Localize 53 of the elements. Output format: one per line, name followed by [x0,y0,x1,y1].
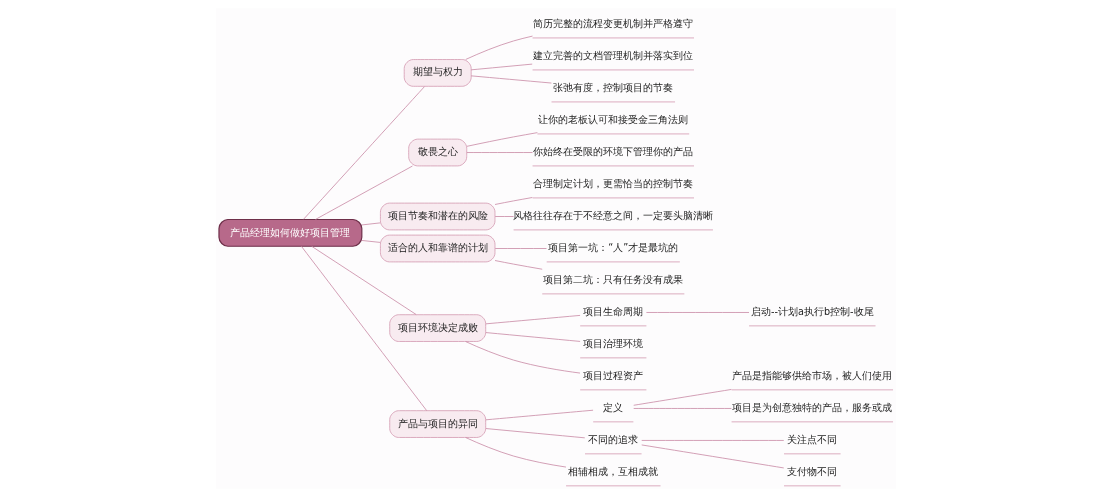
node-text: 项目治理环境 [582,338,643,349]
node-box: 产品与项目的异同 [388,410,486,438]
node-text: 产品是指能够供给市场，被人们使用 [731,369,892,381]
connector [484,409,593,421]
node-text: 支付物不同 [786,465,837,477]
node-text: 项目第二坑：只有任务没有成果 [542,274,683,286]
connector [494,197,533,205]
connector [300,245,427,412]
connector [466,132,538,147]
node-text: 项目是为创意独特的产品，服务或成 [731,401,892,413]
connector [464,341,580,374]
connector [640,444,784,469]
node-text: 让你的老板认可和接受金三角法则 [537,114,688,126]
node-box: 项目节奏和潜在的风险 [379,202,495,231]
node-box: 产品经理如何做好项目管理 [217,218,362,247]
connector [494,260,543,270]
connector [464,437,566,468]
node-box: 项目环境决定成败 [388,314,486,342]
node-text: 你始终在受限的环境下管理你的产品 [532,146,693,158]
node-box: 期望与权力 [403,59,472,87]
node-text: 合理制定计划，更需恰当的控制节奏 [532,178,693,190]
connector [302,86,425,220]
node-text: 简历完整的流程变更机制并严格遵守 [532,18,693,30]
node-text: 不同的追求 [587,433,638,445]
node-text: 定义 [602,401,623,413]
connector [645,312,749,313]
node-text: 相辅相成，互相成就 [567,465,658,477]
node-text: 建立完善的文档管理机制并落实到位 [532,50,693,62]
connector [310,245,417,315]
node-text: 项目生命周期 [582,306,643,318]
connector [361,222,381,226]
node-text: 项目过程资产 [582,369,643,381]
connector [632,408,732,409]
connector [632,389,732,406]
node-text: 张弛有度，控制项目的节奏 [552,82,673,94]
connector [470,63,533,71]
connector [465,152,533,153]
connector [484,332,580,342]
connector [484,428,585,439]
node-box: 适合的人和靠谱的计划 [379,234,495,263]
connector [494,248,547,249]
node-text: 关注点不同 [786,433,837,445]
connector [314,165,413,220]
connector [464,35,533,60]
connector [361,240,381,243]
node-text: 项目第一坑：“人”才是最坑的 [547,242,678,254]
connector [484,315,580,325]
node-text: 启动--计划a执行b控制-收尾 [750,306,874,318]
connector [640,440,784,441]
connector [494,216,514,217]
node-box: 敬畏之心 [407,138,467,167]
connector [470,75,552,84]
node-text: 风格往往存在于不经意之间，一定要头脑清晰 [512,210,713,222]
